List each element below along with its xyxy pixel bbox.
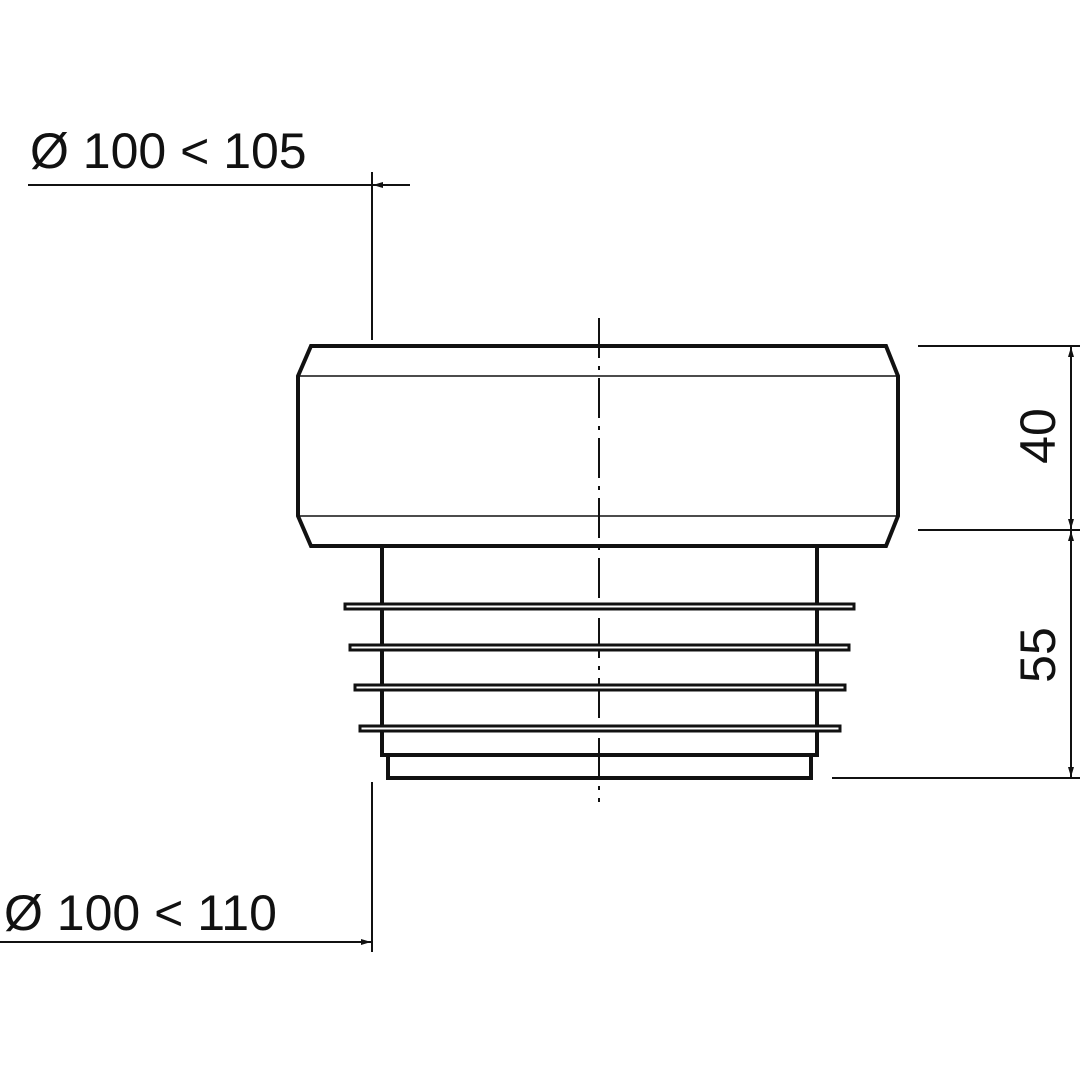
height-40-label: 40 [1010, 408, 1066, 464]
height-55-label: 55 [1010, 627, 1066, 683]
top-diameter-label: Ø 100 < 105 [30, 123, 307, 179]
seal-fin [348, 643, 851, 652]
seal-fin [358, 724, 842, 733]
seal-fin [343, 602, 856, 611]
socket-outline [296, 344, 900, 548]
seal-fin [353, 683, 847, 692]
bottom-diameter-label: Ø 100 < 110 [4, 885, 277, 941]
spigot-tip [386, 755, 813, 780]
